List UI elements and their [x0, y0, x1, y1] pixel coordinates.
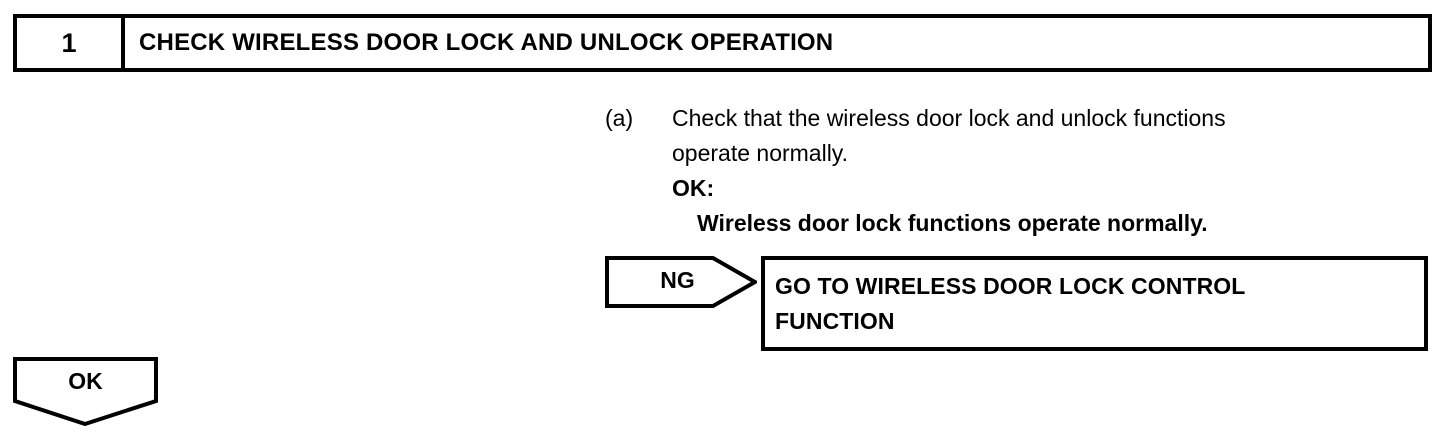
- step-title: CHECK WIRELESS DOOR LOCK AND UNLOCK OPER…: [139, 29, 834, 56]
- ng-result-box: GO TO WIRELESS DOOR LOCK CONTROL FUNCTIO…: [761, 256, 1428, 351]
- procedure-ok-criteria-label: OK:: [672, 175, 715, 201]
- procedure-line: (a) Check that the wireless door lock an…: [605, 101, 1435, 136]
- ok-arrow-shape: [13, 357, 158, 426]
- procedure-line-text: operate normally.: [672, 140, 848, 166]
- ng-branch-arrow: NG: [605, 256, 757, 308]
- step-number-cell: 1: [17, 18, 125, 68]
- procedure-item-marker: (a): [605, 105, 634, 131]
- ng-result-line-2: FUNCTION: [775, 308, 895, 334]
- procedure-text-block: (a) Check that the wireless door lock an…: [605, 101, 1435, 241]
- procedure-line: Wireless door lock functions operate nor…: [605, 206, 1435, 241]
- step-header-bar: 1 CHECK WIRELESS DOOR LOCK AND UNLOCK OP…: [13, 14, 1432, 72]
- procedure-ok-criteria-text: Wireless door lock functions operate nor…: [697, 210, 1208, 236]
- procedure-line: operate normally.: [605, 136, 1435, 171]
- ng-arrow-shape: [605, 256, 757, 308]
- ok-branch-arrow: OK: [13, 357, 158, 426]
- step-title-cell: CHECK WIRELESS DOOR LOCK AND UNLOCK OPER…: [125, 18, 1428, 68]
- step-number: 1: [61, 27, 77, 58]
- ng-result-line-1: GO TO WIRELESS DOOR LOCK CONTROL: [775, 273, 1246, 299]
- procedure-line: OK:: [605, 171, 1435, 206]
- procedure-line-text: Check that the wireless door lock and un…: [672, 105, 1226, 131]
